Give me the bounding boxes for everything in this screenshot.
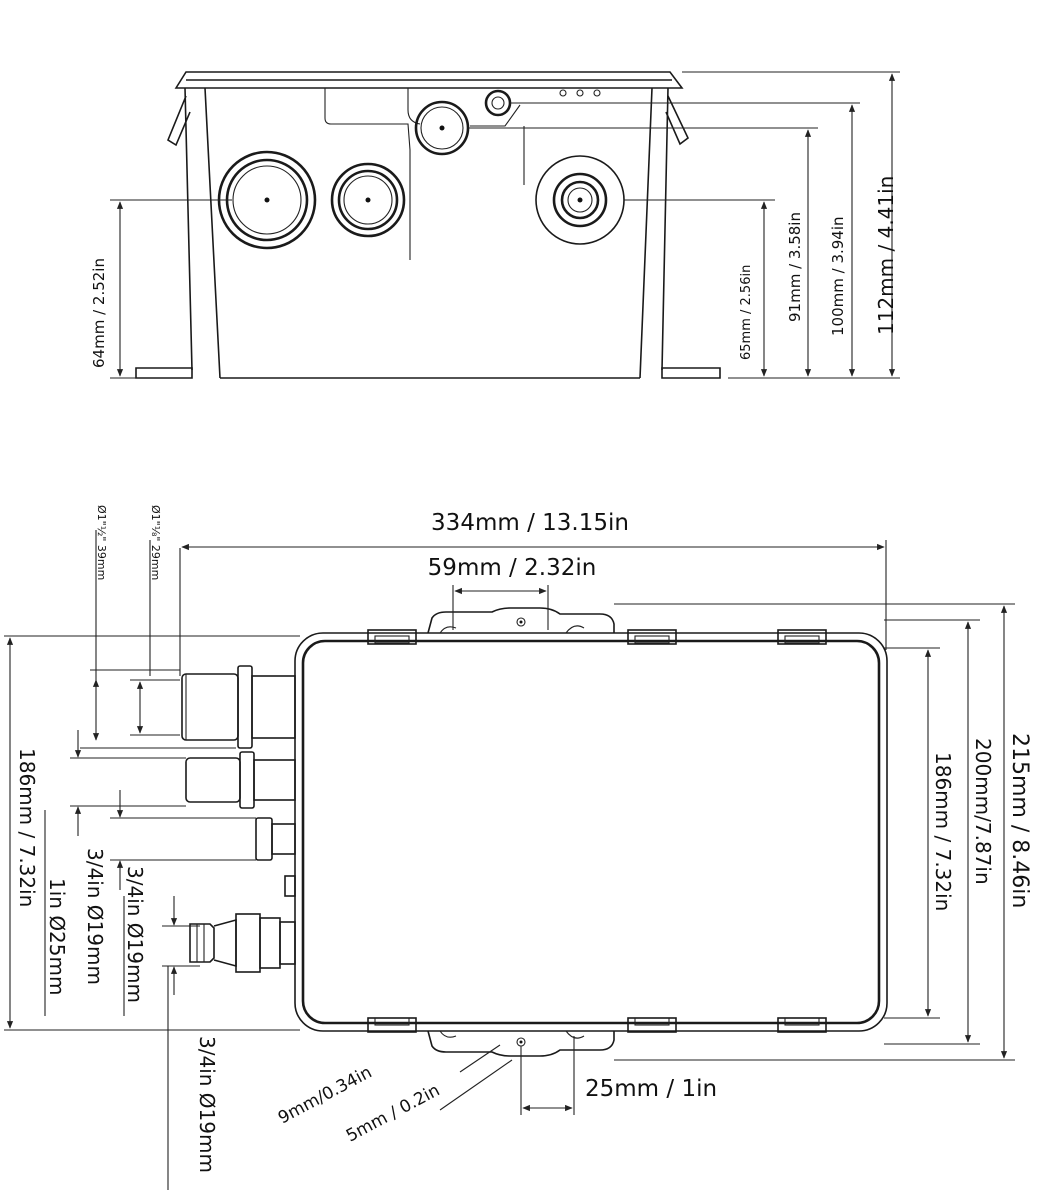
indicator-dot <box>559 89 567 97</box>
mount-tab <box>777 629 827 645</box>
dim-100: 100mm / 3.94in <box>829 216 847 336</box>
dim-64: 64mm / 2.52in <box>90 258 108 368</box>
left-clip <box>167 95 191 147</box>
indicator-dot <box>576 89 584 97</box>
front-right-wall <box>639 87 669 379</box>
port-label-34-c: 3/4in Ø19mm <box>195 1036 219 1173</box>
port-nub <box>284 875 296 897</box>
dim-334: 334mm / 13.15in <box>431 510 629 536</box>
top-body-inner <box>301 639 881 1025</box>
dim-25: 25mm / 1in <box>585 1076 717 1102</box>
right-foot <box>661 367 721 379</box>
top-body-outer <box>294 632 888 1032</box>
port-medium <box>185 751 296 809</box>
port-label-34-a: 3/4in Ø19mm <box>83 848 107 985</box>
front-lid <box>174 71 684 89</box>
front-port-medium <box>330 162 406 238</box>
mount-tab <box>367 629 417 645</box>
dim-91: 91mm / 3.58in <box>786 212 804 322</box>
dim-65: 65mm / 2.56in <box>739 265 754 360</box>
port-label-1in: 1in Ø25mm <box>45 878 69 995</box>
front-switch <box>484 89 512 117</box>
top-bracket <box>427 607 615 634</box>
port-outlet <box>189 913 296 973</box>
front-left-wall <box>184 87 221 379</box>
port-label-29: Ø1"⅛" 29mm <box>149 505 162 580</box>
front-view: 64mm / 2.52in 65mm / 2.56in 91mm / 3.58i… <box>90 71 900 379</box>
dim-112: 112mm / 4.41in <box>874 176 898 335</box>
bottom-bracket <box>427 1030 615 1057</box>
port-label-39: Ø1"½" 39mm <box>95 505 108 580</box>
top-view: 334mm / 13.15in 59mm / 2.32in 186mm / 7.… <box>4 505 1032 1190</box>
dim-186-left: 186mm / 7.32in <box>15 748 39 907</box>
indicator-dot <box>593 89 601 97</box>
dim-200: 200mm/7.87in <box>971 738 995 885</box>
dim-59: 59mm / 2.32in <box>428 555 597 581</box>
left-foot <box>135 367 193 379</box>
port-large <box>181 665 296 749</box>
dim-186-right: 186mm / 7.32in <box>931 752 955 911</box>
dim-215: 215mm / 8.46in <box>1007 733 1032 908</box>
mount-tab <box>627 629 677 645</box>
dim-5: 5mm / 0.2in <box>343 1080 443 1146</box>
port-small <box>255 817 296 861</box>
port-label-34-b: 3/4in Ø19mm <box>123 866 147 1003</box>
